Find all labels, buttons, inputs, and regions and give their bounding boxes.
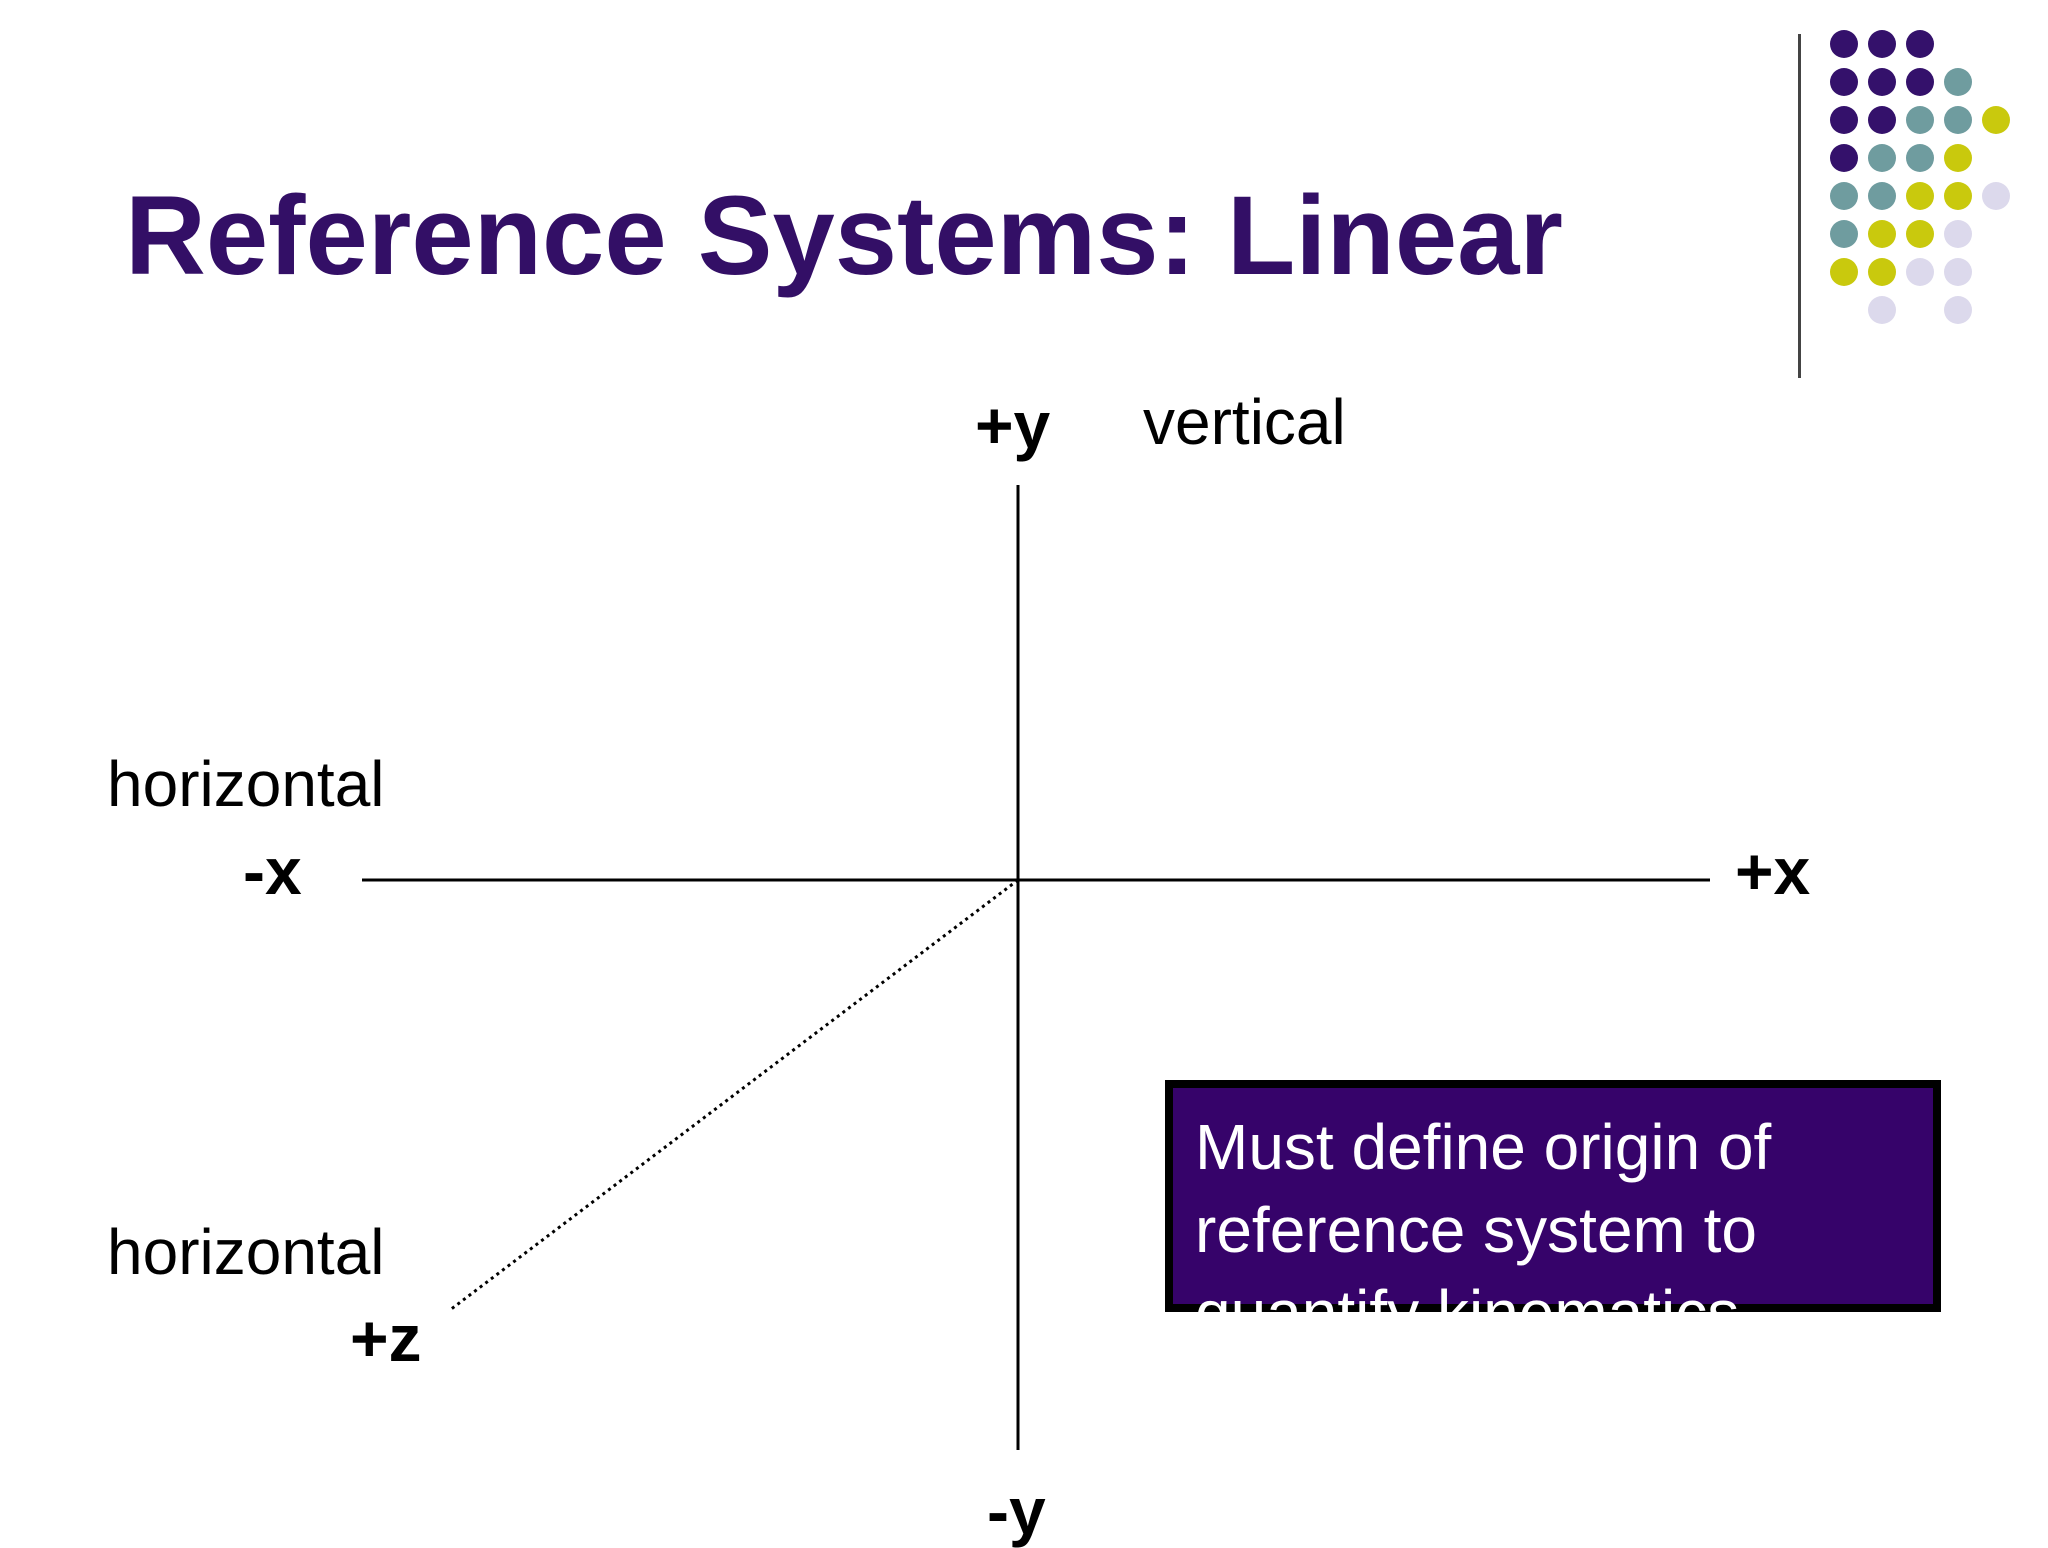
decorative-dot <box>1906 258 1934 286</box>
decorative-dot <box>1982 106 2010 134</box>
decorative-dot <box>1830 30 1858 58</box>
decorative-dot <box>1944 258 1972 286</box>
decorative-dot <box>1868 220 1896 248</box>
horizontal-x-label: horizontal <box>107 748 385 820</box>
decorative-divider-line <box>1798 34 1801 378</box>
decorative-dot <box>1830 258 1858 286</box>
decorative-dot <box>1868 182 1896 210</box>
neg-y-label: -y <box>987 1474 1046 1548</box>
decorative-dot <box>1830 106 1858 134</box>
decorative-dot <box>1868 258 1896 286</box>
decorative-dot <box>1906 182 1934 210</box>
decorative-dot <box>1906 68 1934 96</box>
pos-y-label: +y <box>975 388 1051 462</box>
decorative-dot <box>1868 106 1896 134</box>
decorative-dot <box>1982 182 2010 210</box>
decorative-dot <box>1944 182 1972 210</box>
decorative-dot <box>1906 30 1934 58</box>
pos-z-label: +z <box>350 1301 422 1375</box>
decorative-dot <box>1830 182 1858 210</box>
z-axis-line <box>449 878 1019 1312</box>
note-box: Must define origin of reference system t… <box>1165 1080 1941 1349</box>
note-line-1: Must define origin of <box>1195 1111 1772 1183</box>
decorative-dot <box>1944 106 1972 134</box>
decorative-dot <box>1868 144 1896 172</box>
decorative-dot <box>1868 296 1896 324</box>
decorative-dot <box>1944 144 1972 172</box>
decorative-dot <box>1906 106 1934 134</box>
decorative-dot <box>1868 68 1896 96</box>
decorative-dot <box>1906 144 1934 172</box>
decorative-dot-grid <box>1830 30 2048 340</box>
decorative-dot <box>1830 144 1858 172</box>
neg-x-label: -x <box>243 834 302 908</box>
vertical-label: vertical <box>1143 386 1346 458</box>
decorative-dot <box>1868 30 1896 58</box>
decorative-dot <box>1830 220 1858 248</box>
pos-x-label: +x <box>1735 834 1811 908</box>
decorative-dot <box>1944 220 1972 248</box>
decorative-dot <box>1830 68 1858 96</box>
slide-title: Reference Systems: Linear <box>125 173 1564 298</box>
decorative-dot <box>1944 296 1972 324</box>
note-line-3: quantify kinematics. <box>1195 1277 1758 1349</box>
decorative-dot <box>1944 68 1972 96</box>
note-line-2: reference system to <box>1195 1194 1757 1266</box>
horizontal-z-label: horizontal <box>107 1216 385 1288</box>
decorative-dot <box>1906 220 1934 248</box>
